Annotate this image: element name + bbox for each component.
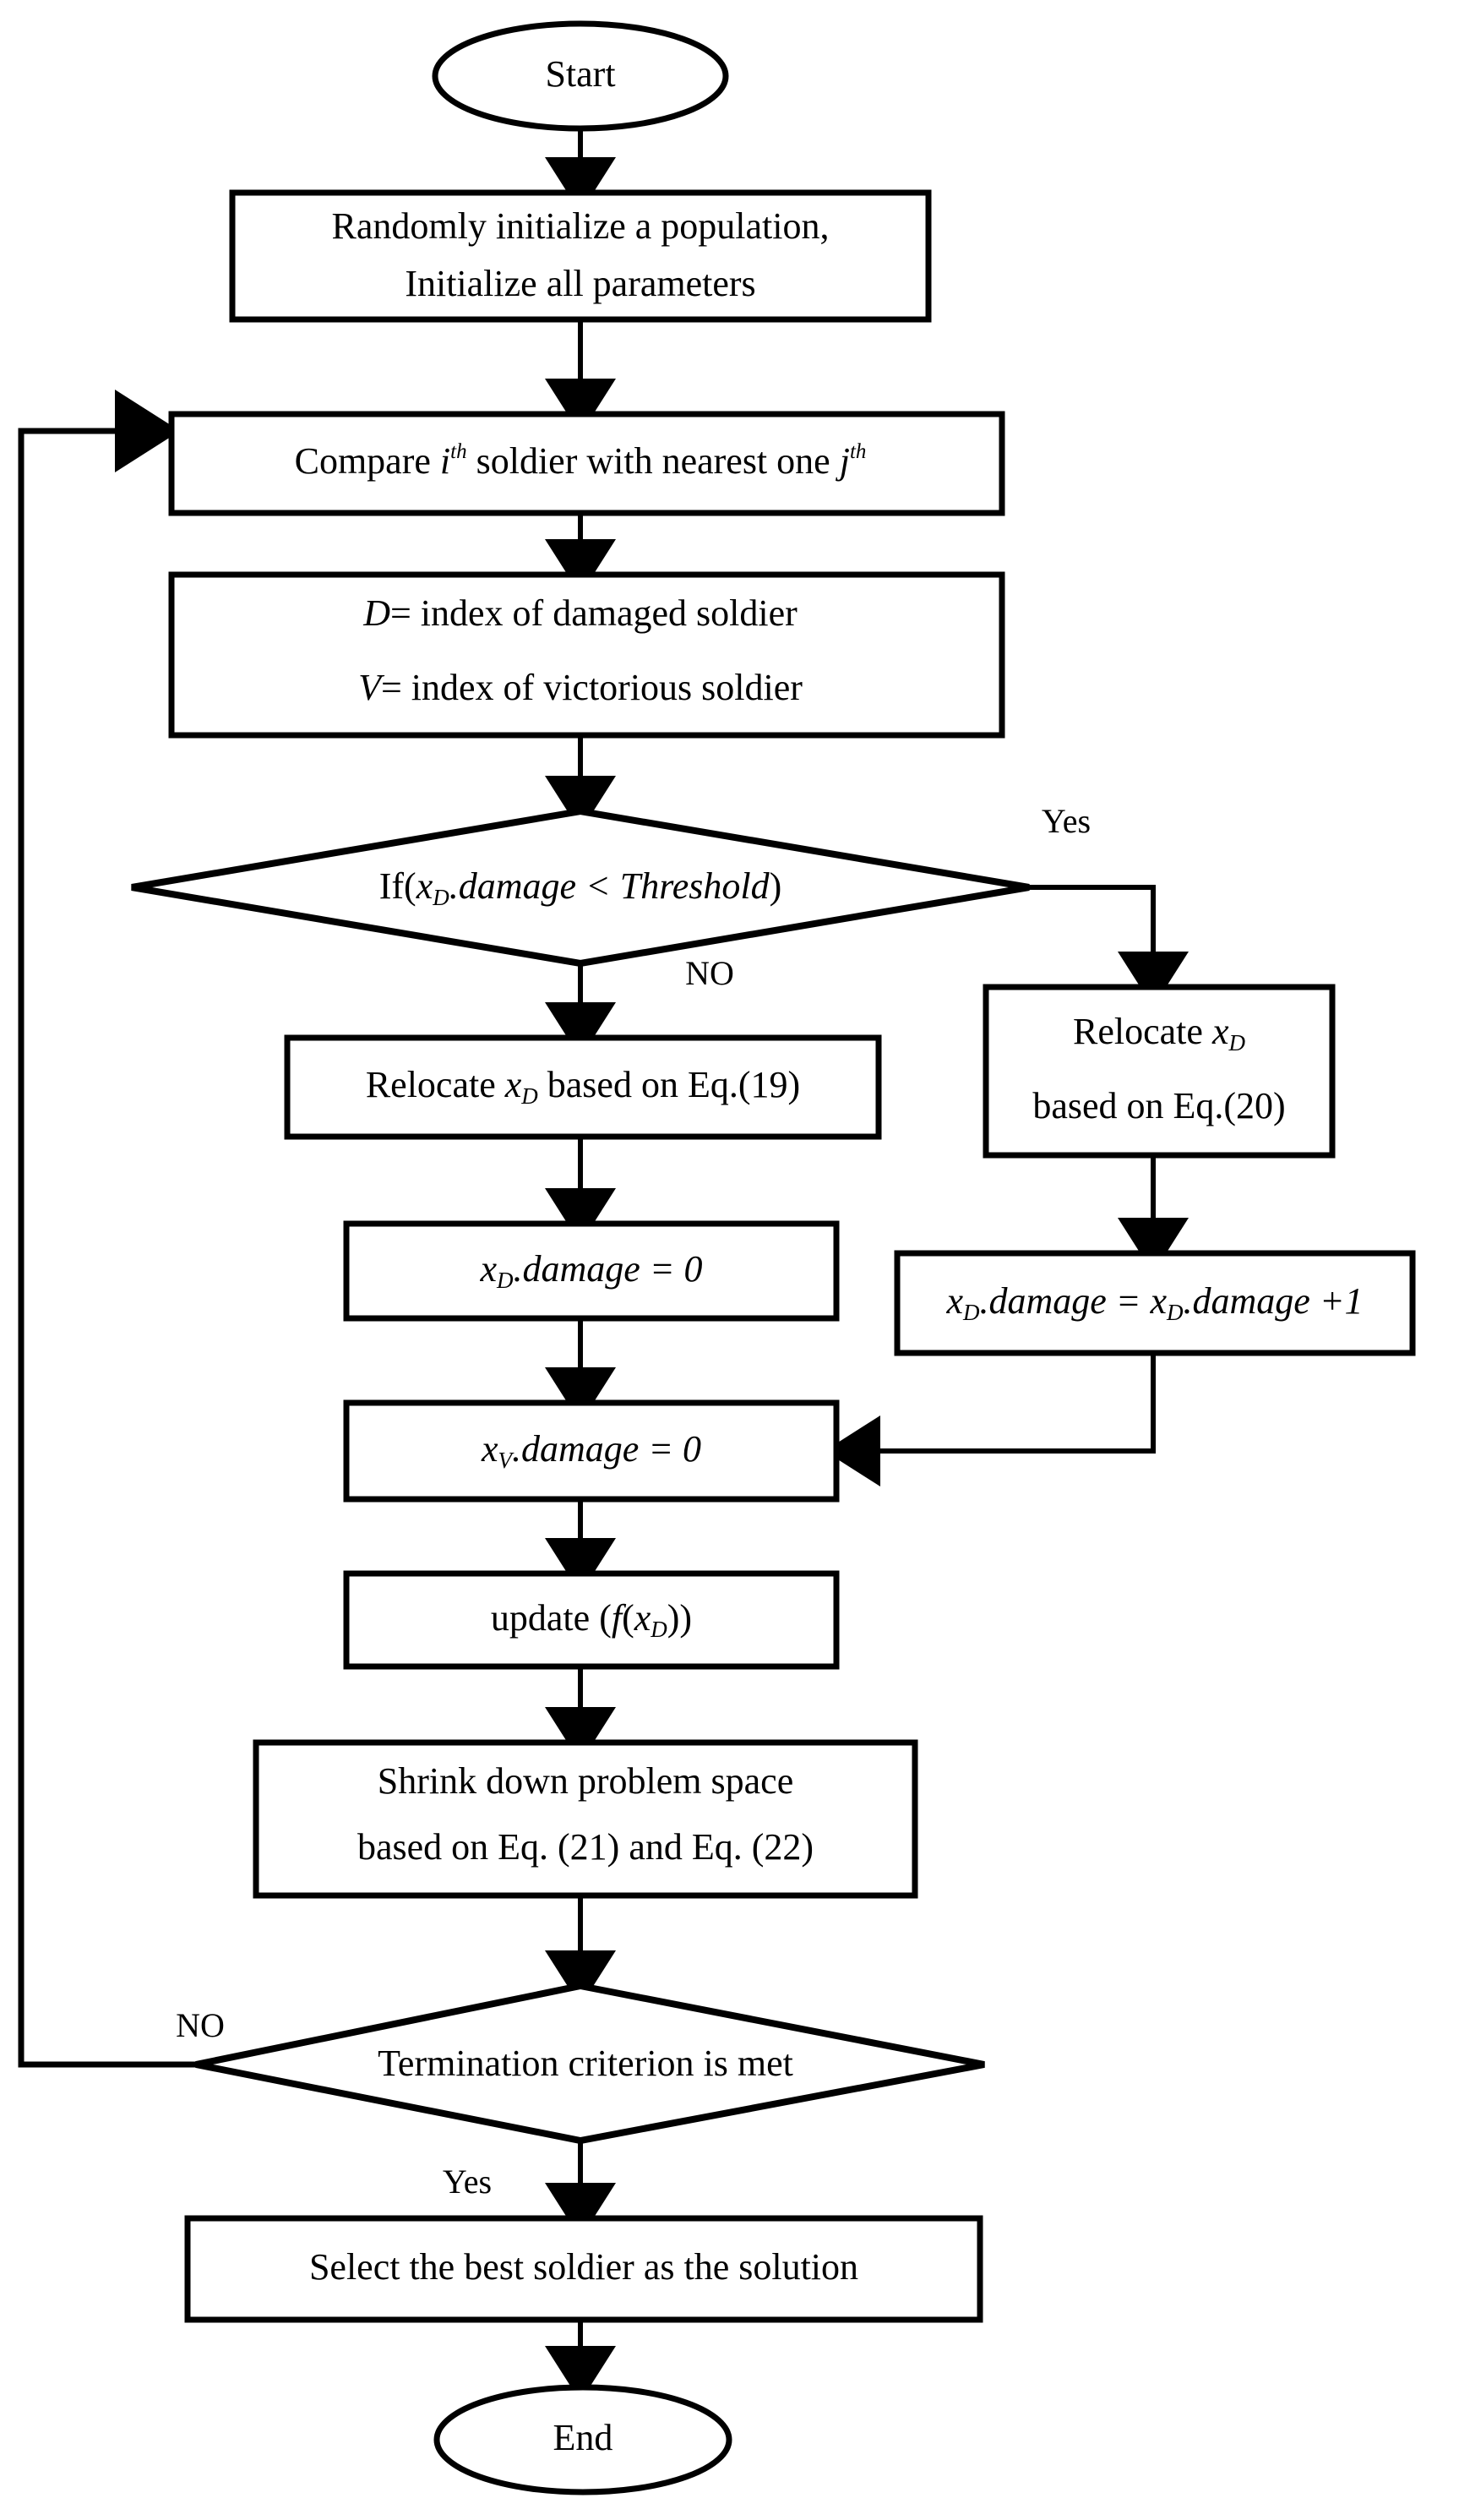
node-init-line2: Initialize all parameters <box>405 263 755 304</box>
edge-termination-no-loop <box>18 390 196 2068</box>
node-relocate19[interactable]: Relocate xD based on Eq.(19) <box>284 1034 882 1140</box>
compare-sup2: th <box>850 440 866 463</box>
decision-var: x <box>416 865 433 907</box>
compare-sup1: th <box>450 440 466 463</box>
relocate19-var: x <box>504 1064 522 1105</box>
dzv-post: .damage = 0 <box>512 1428 701 1470</box>
node-shrink-line1: Shrink down problem space <box>378 1760 793 1802</box>
indices-var1: D <box>362 592 390 634</box>
relocate20-pre: Relocate <box>1073 1011 1212 1052</box>
node-damage-increment-label: xD.damage = xD.damage +1 <box>945 1280 1363 1325</box>
update-paren: ( <box>622 1597 634 1639</box>
dzv-var: x <box>481 1428 498 1470</box>
node-relocate19-label: Relocate xD based on Eq.(19) <box>366 1064 800 1109</box>
node-update-label: update (f(xD)) <box>491 1597 692 1642</box>
node-decision-damage-label: If(xD.damage < Threshold) <box>379 865 782 910</box>
update-var: x <box>634 1597 651 1639</box>
indices-text1: = index of damaged soldier <box>390 592 798 634</box>
update-sub: D <box>650 1617 667 1642</box>
node-compare[interactable]: Compare ith soldier with nearest one jth <box>168 411 1005 516</box>
update-pre: update ( <box>491 1597 612 1639</box>
di-sub2: D <box>1166 1300 1184 1325</box>
di-var2: x <box>1150 1280 1168 1322</box>
di-mid: .damage = <box>980 1280 1151 1322</box>
dzv-sub: V <box>498 1448 515 1473</box>
decision-op: < <box>576 865 620 907</box>
node-decision-termination-label: Termination criterion is met <box>378 2043 793 2084</box>
edge-label-damage-no: NO <box>685 954 734 992</box>
edge-damageinc-damagezerov <box>825 1353 1156 1486</box>
decision-pre: If( <box>379 865 416 907</box>
dzd-sub: D <box>496 1268 514 1293</box>
node-indices[interactable]: D= index of damaged soldier V= index of … <box>168 571 1005 739</box>
node-indices-line2: V= index of victorious soldier <box>358 667 803 708</box>
node-init-line1: Randomly initialize a population, <box>332 205 830 247</box>
relocate19-post: based on Eq.(19) <box>538 1064 800 1105</box>
node-damage-zero-v-label: xV.damage = 0 <box>481 1428 701 1473</box>
node-damage-zero-d[interactable]: xD.damage = 0 <box>343 1220 840 1322</box>
node-select-best-label: Select the best soldier as the solution <box>309 2246 858 2288</box>
node-start[interactable]: Start <box>432 20 729 132</box>
node-shrink-line2: based on Eq. (21) and Eq. (22) <box>357 1826 814 1868</box>
di-var1: x <box>945 1280 963 1322</box>
node-init[interactable]: Randomly initialize a population, Initia… <box>229 189 932 323</box>
dzd-post: .damage = 0 <box>514 1248 703 1290</box>
node-relocate20[interactable]: Relocate xD based on Eq.(20) <box>983 984 1336 1159</box>
update-post: )) <box>667 1597 692 1639</box>
compare-var1: i <box>440 440 450 482</box>
compare-var2: j <box>836 440 850 482</box>
node-start-label: Start <box>545 53 615 95</box>
node-compare-label: Compare ith soldier with nearest one jth <box>295 440 867 482</box>
node-indices-line1: D= index of damaged soldier <box>362 592 798 634</box>
node-decision-termination[interactable]: Termination criterion is met <box>195 1982 985 2145</box>
edge-label-term-no: NO <box>176 2006 225 2044</box>
di-post: .damage +1 <box>1184 1280 1364 1322</box>
compare-pre: Compare <box>295 440 440 482</box>
relocate20-sub: D <box>1228 1030 1245 1055</box>
compare-mid: soldier with nearest one <box>467 440 840 482</box>
relocate20-var: x <box>1211 1011 1229 1052</box>
node-update[interactable]: update (f(xD)) <box>343 1570 840 1670</box>
indices-text2: = index of victorious soldier <box>381 667 803 708</box>
decision-rhs: Threshold <box>620 865 770 907</box>
node-select-best[interactable]: Select the best soldier as the solution <box>184 2215 983 2323</box>
indices-var2: V <box>358 667 385 708</box>
edge-decision-yes-relocate20 <box>1029 885 1189 1007</box>
node-damage-zero-v[interactable]: xV.damage = 0 <box>343 1399 840 1503</box>
node-decision-damage[interactable]: If(xD.damage < Threshold) <box>131 807 1030 968</box>
decision-post: ) <box>770 865 782 907</box>
edges <box>18 127 1189 2402</box>
node-damage-zero-d-label: xD.damage = 0 <box>479 1248 702 1293</box>
node-relocate20-line2: based on Eq.(20) <box>1032 1085 1285 1126</box>
node-end[interactable]: End <box>433 2384 732 2495</box>
decision-mid: .damage <box>449 865 576 907</box>
relocate19-pre: Relocate <box>366 1064 505 1105</box>
edge-label-term-yes: Yes <box>443 2163 492 2201</box>
node-relocate20-line1: Relocate xD <box>1073 1011 1245 1055</box>
node-shrink[interactable]: Shrink down problem space based on Eq. (… <box>253 1739 918 1899</box>
di-sub1: D <box>962 1300 980 1325</box>
node-damage-increment[interactable]: xD.damage = xD.damage +1 <box>894 1250 1416 1356</box>
decision-sub: D <box>432 885 449 910</box>
dzd-var: x <box>479 1248 497 1290</box>
relocate19-sub: D <box>520 1083 538 1109</box>
edge-label-damage-yes: Yes <box>1042 802 1091 840</box>
node-end-label: End <box>553 2417 613 2458</box>
